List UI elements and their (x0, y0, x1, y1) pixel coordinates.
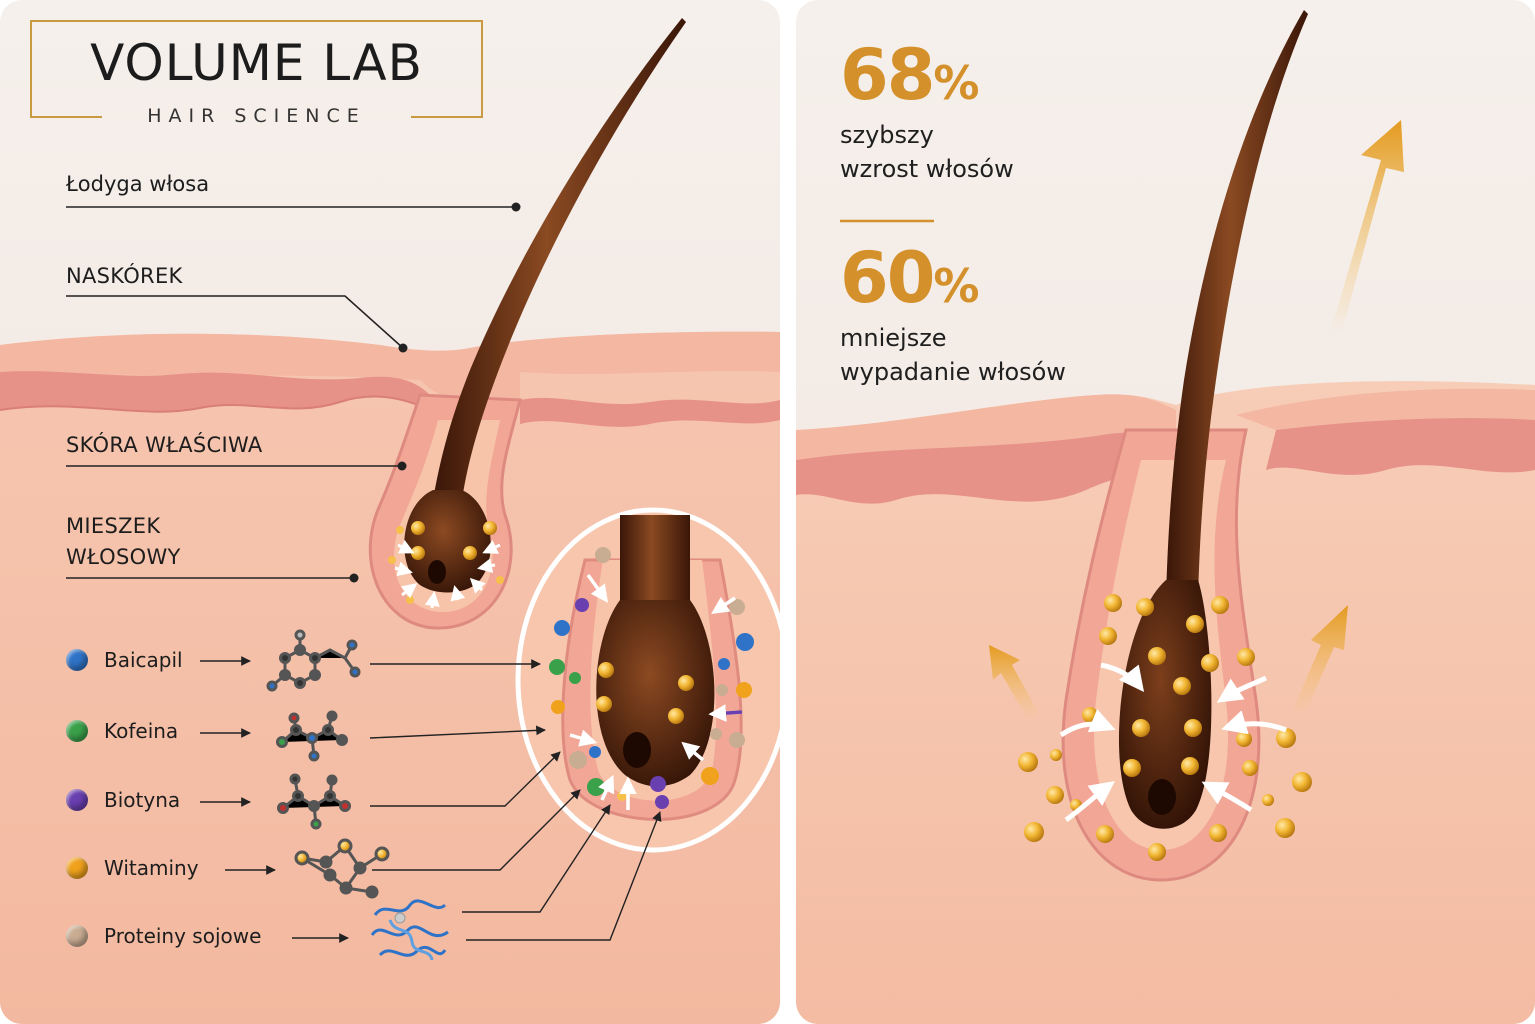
nutrient-dots-small (388, 521, 504, 604)
stat-description: mniejsze wypadanie włosów (840, 321, 1066, 389)
legend-dot-biotyna (66, 789, 88, 811)
molecule-icon-kofeina (276, 710, 348, 762)
stat-less-hair-loss: 60% mniejsze wypadanie włosów (840, 243, 1066, 389)
molecule-icon-baicapil (266, 629, 361, 692)
stat-value: 68% (840, 40, 1014, 110)
stat-line1: mniejsze (840, 324, 947, 352)
label-epidermis: NASKÓREK (66, 264, 183, 288)
protein-icon-proteiny-sojowe (370, 899, 449, 961)
legend-item-baicapil: Baicapil (66, 646, 183, 674)
stat-description: szybszy wzrost włosów (840, 118, 1014, 186)
label-leader-lines (66, 206, 516, 579)
inflow-arrows-small (394, 539, 501, 609)
legend-label: Baicapil (104, 648, 183, 672)
label-follicle-line1: MIESZEK (66, 514, 161, 538)
stat-unit: % (933, 259, 979, 313)
legend-label: Witaminy (104, 856, 199, 880)
legend-arrows (200, 656, 662, 943)
brand-subtitle: HAIR SCIENCE (147, 105, 366, 127)
legend-label: Biotyna (104, 788, 181, 812)
legend-item-kofeina: Kofeina (66, 717, 178, 745)
legend-label: Proteiny sojowe (104, 924, 262, 948)
legend-item-proteiny-sojowe: Proteiny sojowe (66, 922, 261, 950)
brand-title: VOLUME LAB (90, 34, 423, 92)
legend-dot-proteiny-sojowe (66, 925, 88, 947)
nutrient-dots-large (1018, 594, 1312, 861)
label-follicle-line2: WŁOSOWY (66, 545, 181, 569)
stat-line2: wzrost włosów (840, 155, 1014, 183)
label-hair-shaft: Łodyga włosa (66, 172, 210, 196)
legend-dot-kofeina (66, 720, 88, 742)
stat-line1: szybszy (840, 121, 934, 149)
legend-dot-witaminy (66, 857, 88, 879)
stat-faster-growth: 68% szybszy wzrost włosów (840, 40, 1014, 186)
left-panel-anatomy: VOLUME LAB HAIR SCIENCE Łodyga włosa NAS… (0, 0, 780, 1024)
molecule-icon-witaminy (294, 838, 390, 899)
stat-number: 60 (840, 237, 935, 319)
anatomy-illustration (0, 0, 780, 1024)
inflow-arrows-large (1059, 662, 1287, 822)
stat-value: 60% (840, 243, 1066, 313)
label-anchor-dots (349, 202, 521, 583)
legend-item-witaminy: Witaminy (66, 854, 199, 882)
legend-label: Kofeina (104, 719, 179, 743)
stat-unit: % (933, 56, 979, 110)
brand-logo-box: VOLUME LAB HAIR SCIENCE (30, 20, 483, 127)
legend-item-biotyna: Biotyna (66, 786, 180, 814)
growth-arrows (989, 120, 1404, 720)
label-dermis: SKÓRA WŁAŚCIWA (66, 433, 263, 457)
brand-subtitle-wrap: HAIR SCIENCE (102, 105, 411, 127)
stat-line2: wypadanie włosów (840, 358, 1066, 386)
magnified-follicle (515, 507, 780, 853)
right-panel-results (796, 0, 1535, 1024)
molecule-icon-biotyna (277, 773, 351, 830)
results-illustration (796, 0, 1535, 1024)
stat-number: 68 (840, 34, 935, 116)
legend-dot-baicapil (66, 649, 88, 671)
